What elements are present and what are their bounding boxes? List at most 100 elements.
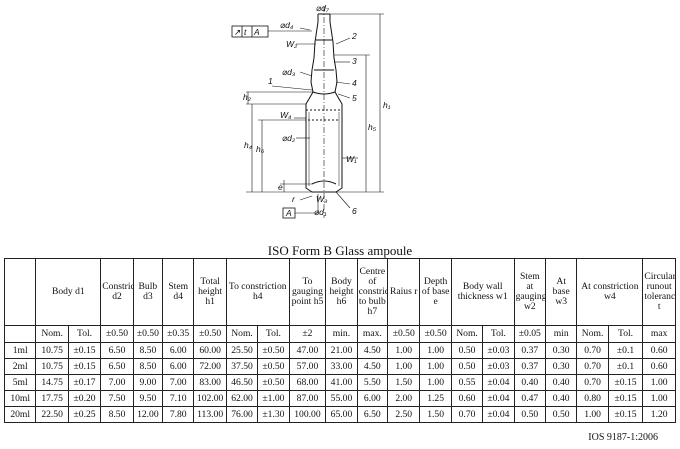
label-h6: h₆ bbox=[256, 144, 265, 154]
table-cell: ±0.03 bbox=[482, 342, 515, 359]
table-cell: ±0.50 bbox=[257, 374, 290, 391]
header-row: Body d1 Constriction d2 Bulb d3 Stem d4 … bbox=[3, 258, 676, 326]
table-cell: 1.00 bbox=[642, 390, 676, 407]
table-title: ISO Form B Glass ampoule bbox=[267, 243, 413, 258]
table-cell: 7.10 bbox=[162, 390, 195, 407]
table-cell: 6.50 bbox=[356, 406, 389, 423]
label-w4: W₄ bbox=[280, 110, 292, 120]
table-cell: 55.00 bbox=[325, 390, 358, 407]
label-d2: ⌀d₂ bbox=[282, 133, 296, 143]
table-cell: 87.00 bbox=[288, 390, 327, 407]
table-cell: ±0.04 bbox=[482, 374, 515, 391]
label-n3: 3 bbox=[352, 56, 357, 66]
label-n1: 1 bbox=[268, 76, 273, 86]
dimensions-table: Body d1 Constriction d2 Bulb d3 Stem d4 … bbox=[3, 258, 676, 423]
table-cell: 0.70 bbox=[576, 358, 609, 375]
header-cell: To constriction h4 bbox=[225, 258, 290, 326]
table-cell: 6.00 bbox=[356, 390, 389, 407]
table-cell: 12.00 bbox=[132, 406, 164, 423]
table-cell: ±0.50 bbox=[257, 358, 290, 375]
label-n4: 4 bbox=[352, 78, 357, 88]
subheader-cell: ±0.50 bbox=[193, 325, 227, 343]
table-cell: 102.00 bbox=[193, 390, 227, 407]
table-cell: 9.00 bbox=[132, 374, 164, 391]
label-n2: 2 bbox=[351, 31, 357, 41]
table-cell: 5.50 bbox=[356, 374, 389, 391]
table-cell: 4.50 bbox=[356, 358, 389, 375]
header-cell: To gauging point h5 bbox=[288, 258, 327, 326]
table-cell: 2.50 bbox=[386, 406, 421, 423]
subheader-cell bbox=[3, 325, 37, 343]
header-cell: At base w3 bbox=[544, 258, 578, 326]
label-n6: 6 bbox=[352, 206, 357, 216]
table-cell: 7.50 bbox=[100, 390, 134, 407]
table-cell: 0.40 bbox=[513, 374, 547, 391]
subheader-cell: Nom. bbox=[35, 325, 69, 343]
subheader-cell: Tol. bbox=[607, 325, 644, 343]
table-cell: 6.50 bbox=[100, 358, 134, 375]
table-cell: 0.50 bbox=[513, 406, 547, 423]
table-cell: ±0.03 bbox=[482, 358, 515, 375]
subheader-cell: ±0.05 bbox=[513, 325, 547, 343]
table-cell: 1.00 bbox=[576, 406, 609, 423]
label-w2: W₂ bbox=[286, 39, 298, 49]
table-cell: 0.70 bbox=[450, 406, 484, 423]
subheader-cell: ±0.50 bbox=[386, 325, 421, 343]
table-cell: 0.30 bbox=[544, 342, 578, 359]
header-cell: Depth of base e bbox=[419, 258, 452, 326]
label-n5: 5 bbox=[352, 93, 357, 103]
table-cell: ±0.15 bbox=[607, 374, 644, 391]
subheader-cell: Tol. bbox=[482, 325, 515, 343]
header-cell bbox=[3, 258, 37, 326]
header-cell: Total height h1 bbox=[193, 258, 227, 326]
table-cell: ±1.30 bbox=[257, 406, 290, 423]
label-d7: ⌀d₇ bbox=[316, 3, 330, 13]
table-cell: ±0.25 bbox=[67, 406, 102, 423]
table-cell: 8.50 bbox=[132, 358, 164, 375]
fcf-datum: A bbox=[253, 27, 260, 37]
table-cell: 1.00 bbox=[642, 374, 676, 391]
header-cell: At constriction w4 bbox=[576, 258, 644, 326]
table-cell: ±0.04 bbox=[482, 390, 515, 407]
table-cell: 33.00 bbox=[325, 358, 358, 375]
table-cell: ±0.15 bbox=[607, 390, 644, 407]
label-w1: W₁ bbox=[346, 154, 357, 164]
table-cell: 37.50 bbox=[225, 358, 259, 375]
table-cell: 22.50 bbox=[35, 406, 69, 423]
table-cell: 7.80 bbox=[162, 406, 195, 423]
label-w3: W₃ bbox=[316, 194, 328, 204]
table-cell: 7.00 bbox=[162, 374, 195, 391]
table-cell: 8.50 bbox=[132, 342, 164, 359]
table-cell: 4.50 bbox=[356, 342, 389, 359]
subheader-cell: min. bbox=[325, 325, 358, 343]
row-label: 2ml bbox=[3, 358, 37, 375]
header-cell: Raius r bbox=[386, 258, 421, 326]
table-cell: ±0.20 bbox=[67, 390, 102, 407]
row-label: 5ml bbox=[3, 374, 37, 391]
table-cell: 60.00 bbox=[193, 342, 227, 359]
table-cell: 1.00 bbox=[386, 342, 421, 359]
table-cell: 100.00 bbox=[288, 406, 327, 423]
table-cell: 9.50 bbox=[132, 390, 164, 407]
label-d4: ⌀d₄ bbox=[280, 20, 294, 30]
table-cell: 57.00 bbox=[288, 358, 327, 375]
table-cell: ±0.15 bbox=[67, 358, 102, 375]
table-cell: ±0.15 bbox=[67, 342, 102, 359]
table-cell: 17.75 bbox=[35, 390, 69, 407]
header-cell: Constriction d2 bbox=[100, 258, 134, 326]
fcf-runout-icon: ↗ bbox=[234, 27, 241, 37]
table-cell: 10.75 bbox=[35, 358, 69, 375]
table-cell: 1.50 bbox=[386, 374, 421, 391]
table-cell: 0.60 bbox=[450, 390, 484, 407]
subheader-cell: ±0.35 bbox=[162, 325, 195, 343]
subheader-cell: Nom. bbox=[576, 325, 609, 343]
subheader-cell: ±0.50 bbox=[132, 325, 164, 343]
subheader-cell: min bbox=[544, 325, 578, 343]
table-cell: ±0.1 bbox=[607, 358, 644, 375]
label-h5: h₅ bbox=[368, 122, 377, 132]
table-cell: 83.00 bbox=[193, 374, 227, 391]
